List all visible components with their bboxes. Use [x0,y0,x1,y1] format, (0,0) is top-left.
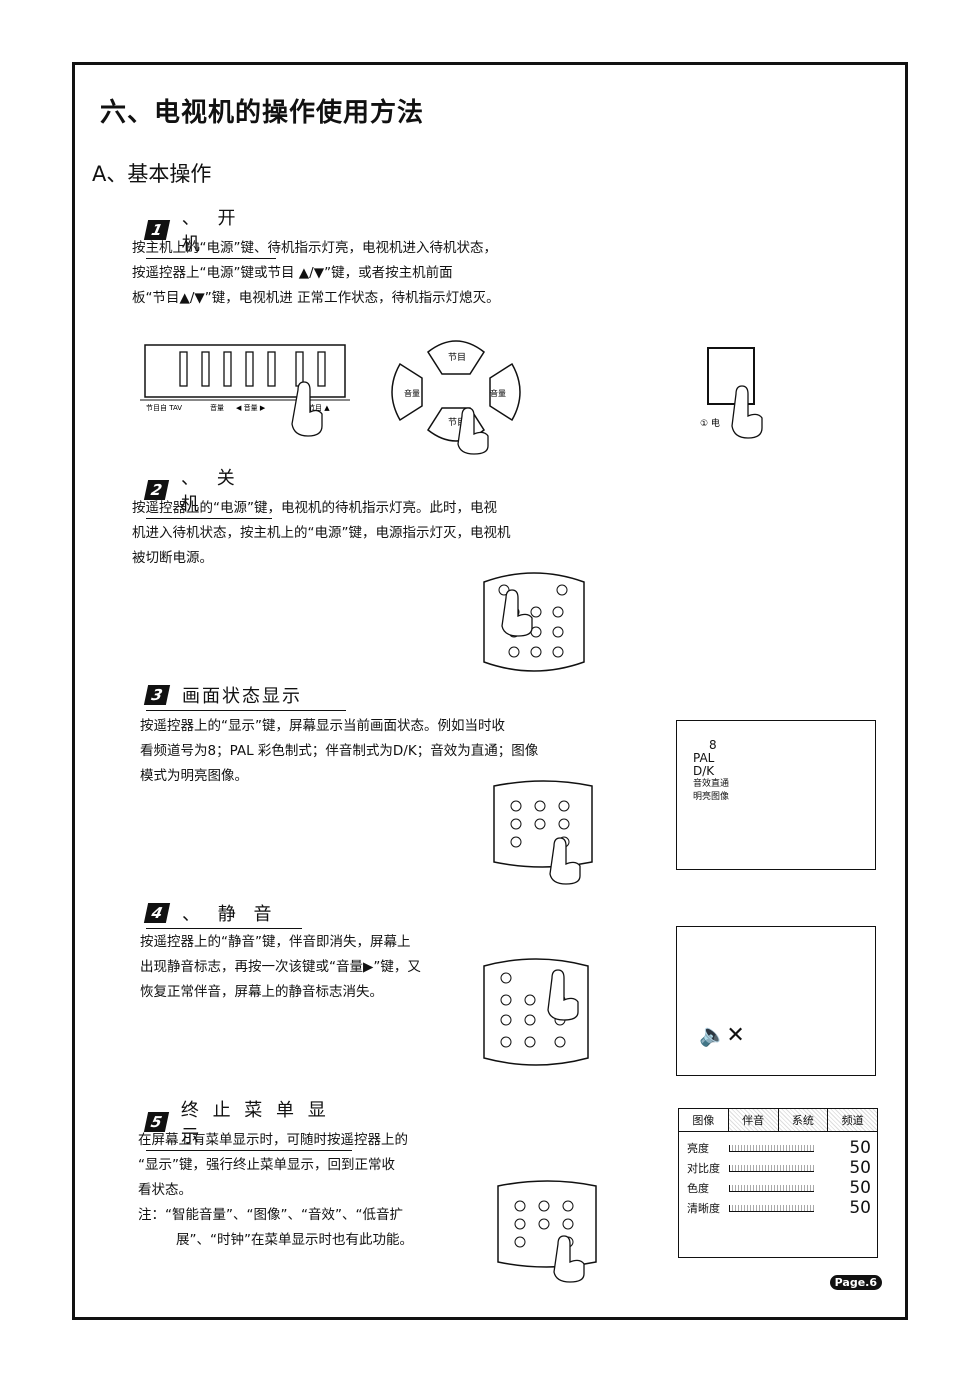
menu-row-contrast[interactable]: 对比度 50 [687,1158,877,1178]
section-2-text: 按遥控器上的“电源”键，电视机的待机指示灯亮。此时，电视 机进入待机状态，按主机… [132,496,612,571]
picture-menu-screen: 图像 伴音 系统 频道 亮度 50 对比度 50 色度 50 清晰度 50 [678,1108,878,1258]
section-5-line: “显示”键，强行终止菜单显示，回到正常收 [138,1157,395,1173]
menu-row-label: 清晰度 [687,1202,720,1215]
mute-icon: 🔈✕ [699,1023,745,1048]
section-3-line: 按遥控器上的“显示”键，屏幕显示当前画面状态。例如当时收 [140,718,505,734]
section-1-line: 板“节目▲/▼”键，电视机进 正常工作状态，待机指示灯熄灭。 [132,290,500,306]
section-5-text: 在屏幕上有菜单显示时，可随时按遥控器上的 “显示”键，强行终止菜单显示，回到正常… [138,1128,483,1203]
section-3-text: 按遥控器上的“显示”键，屏幕显示当前画面状态。例如当时收 看频道号为8；PAL … [140,714,610,789]
section-1-line: 按主机上的“电源”键、待机指示灯亮，电视机进入待机状态， [132,240,497,256]
note-text-1: “智能音量”、“图像”、“音效”、“低音扩 [165,1207,403,1223]
section-2-line: 机进入待机状态，按主机上的“电源”键，电源指示灯灭，电视机 [132,525,511,541]
menu-row-color[interactable]: 色度 50 [687,1178,877,1198]
section-1-line: 按遥控器上“电源”键或节目 ▲/▼”键，或者按主机前面 [132,265,453,281]
note-label: 注： [138,1207,165,1223]
menu-row-slider[interactable] [729,1204,814,1212]
osd-status-screen: 8 PAL D/K 音效直通 明亮图像 [676,720,876,870]
osd-color-system: PAL [693,751,715,765]
menu-tab-system[interactable]: 系统 [778,1109,829,1131]
menu-row-label: 色度 [687,1182,709,1195]
page-title: 六、电视机的操作使用方法 [100,98,425,128]
page-frame [72,62,908,1320]
note-line-2: 展”、“时钟”在菜单显示时也有此功能。 [176,1232,413,1248]
remote-dpad-illustration: 节目 节目 音量 音量 [391,340,521,455]
section-3-title: 画面状态显示 [182,686,302,707]
menu-tab-picture[interactable]: 图像 [679,1109,729,1131]
menu-row-label: 亮度 [687,1142,709,1155]
section-3-line: 看频道号为8；PAL 彩色制式；伴音制式为D/K；音效为直通；图像 [140,743,539,759]
front-panel-illustration: 节目自 TAV 音量 ◀ 音量 ▶ 节目 ▲ [140,344,350,437]
menu-row-value: 50 [849,1198,871,1218]
section-4-heading: 4 、 静 音 [143,900,302,929]
section-1-text: 按主机上的“电源”键、待机指示灯亮，电视机进入待机状态， 按遥控器上“电源”键或… [132,236,612,311]
menu-row-sharpness[interactable]: 清晰度 50 [687,1198,877,1218]
section-4-title: 、 静 音 [182,904,278,925]
menu-row-slider[interactable] [729,1184,814,1192]
menu-row-value: 50 [849,1138,871,1158]
dpad-right-label: 音量 [490,388,506,398]
panel-label: 音量 [210,403,224,412]
section-2-line: 按遥控器上的“电源”键，电视机的待机指示灯亮。此时，电视 [132,500,497,516]
menu-row-value: 50 [849,1158,871,1178]
panel-label: 节目 ▲ [308,404,330,412]
section-3-line: 模式为明亮图像。 [140,768,248,784]
menu-rows: 亮度 50 对比度 50 色度 50 清晰度 50 [679,1132,877,1218]
remote-mute-illustration [483,958,589,1066]
section-4-number: 4 [143,903,171,923]
mute-screen: 🔈✕ [676,926,876,1076]
section-4-line: 按遥控器上的“静音”键，伴音即消失，屏幕上 [140,934,411,950]
section-3-heading: 3 画面状态显示 [143,682,346,711]
section-4-text: 按遥控器上的“静音”键，伴音即消失，屏幕上 出现静音标志，再按一次该键或“音量▶… [140,930,485,1005]
section-1-heading: 1 、 开 机 [143,204,276,259]
menu-row-brightness[interactable]: 亮度 50 [687,1138,877,1158]
osd-sound-system: D/K [693,764,715,778]
menu-tab-sound[interactable]: 伴音 [728,1109,779,1131]
menu-tab-channel[interactable]: 频道 [828,1109,877,1131]
panel-label: 节目自 TAV [146,403,182,412]
remote-display-illustration-2 [497,1180,597,1283]
dpad-left-label: 音量 [404,388,420,398]
section-5-heading: 5 终 止 菜 单 显 示 [143,1096,352,1151]
section-4-line: 恢复正常伴音，屏幕上的静音标志消失。 [140,984,383,1000]
remote-display-illustration [493,780,593,885]
menu-row-value: 50 [849,1178,871,1198]
menu-row-slider[interactable] [729,1144,814,1152]
osd-picture-mode: 明亮图像 [693,792,730,802]
dpad-up-label: 节目 [448,352,466,363]
section-2-title: 、 关 机 [180,468,241,515]
page-number: Page.6 [829,1275,882,1290]
note-line-1: 注：“智能音量”、“图像”、“音效”、“低音扩 [138,1203,483,1228]
panel-label: ◀ 音量 ▶ [236,403,266,412]
page-number-badge: Page.6 [829,1275,882,1290]
power-label: ① 电 [700,417,720,429]
section-a-heading: A、基本操作 [92,162,212,186]
osd-channel: 8 [709,738,717,752]
osd-sound-effect: 音效直通 [693,779,730,789]
section-2-line: 被切断电源。 [132,550,213,566]
menu-row-slider[interactable] [729,1164,814,1172]
section-1-title: 、 开 机 [181,208,242,255]
section-3-number: 3 [143,685,171,705]
section-5-note: 注：“智能音量”、“图像”、“音效”、“低音扩 展”、“时钟”在菜单显示时也有此… [138,1203,483,1253]
section-5-title: 终 止 菜 单 显 示 [180,1100,330,1147]
menu-row-label: 对比度 [687,1162,720,1175]
power-button-illustration: ① 电 [700,347,763,439]
section-4-line: 出现静音标志，再按一次该键或“音量▶”键，又 [140,959,421,975]
section-2-heading: 2 、 关 机 [143,464,272,519]
dpad-down-label: 节目 [448,417,466,428]
menu-tabs: 图像 伴音 系统 频道 [679,1109,877,1132]
remote-power-illustration [483,572,585,672]
section-5-line: 在屏幕上有菜单显示时，可随时按遥控器上的 [138,1132,408,1148]
section-5-line: 看状态。 [138,1182,192,1198]
